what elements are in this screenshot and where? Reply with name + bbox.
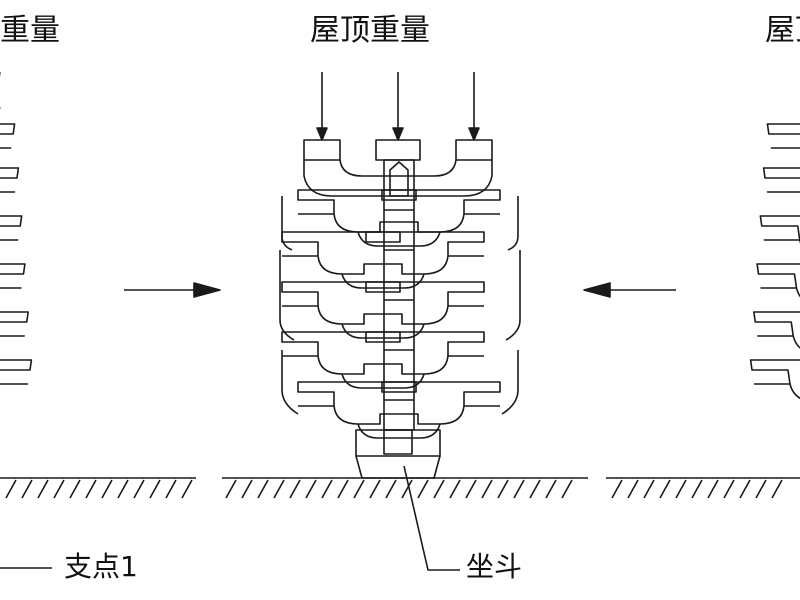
center-bracket-set [279, 72, 521, 479]
roof-load-arrows [316, 72, 480, 141]
left-load-arrow [0, 72, 1, 121]
roof-weight-label-right: 屋顶重量 [765, 13, 800, 48]
roof-weight-label-left: 屋顶重量 [0, 13, 60, 48]
base-leader-line [403, 465, 460, 571]
left-bracket-set [0, 72, 33, 417]
pivot-point-label: 支点1 [64, 550, 138, 583]
force-arrow-left [583, 282, 676, 298]
ground-left [0, 477, 196, 499]
ground-center [222, 477, 588, 499]
base-block-label: 坐斗 [466, 550, 523, 583]
ground-right [606, 477, 800, 499]
roof-weight-label-center: 屋顶重量 [310, 13, 430, 48]
right-bracket-set [749, 123, 800, 417]
force-arrow-right [124, 282, 221, 298]
